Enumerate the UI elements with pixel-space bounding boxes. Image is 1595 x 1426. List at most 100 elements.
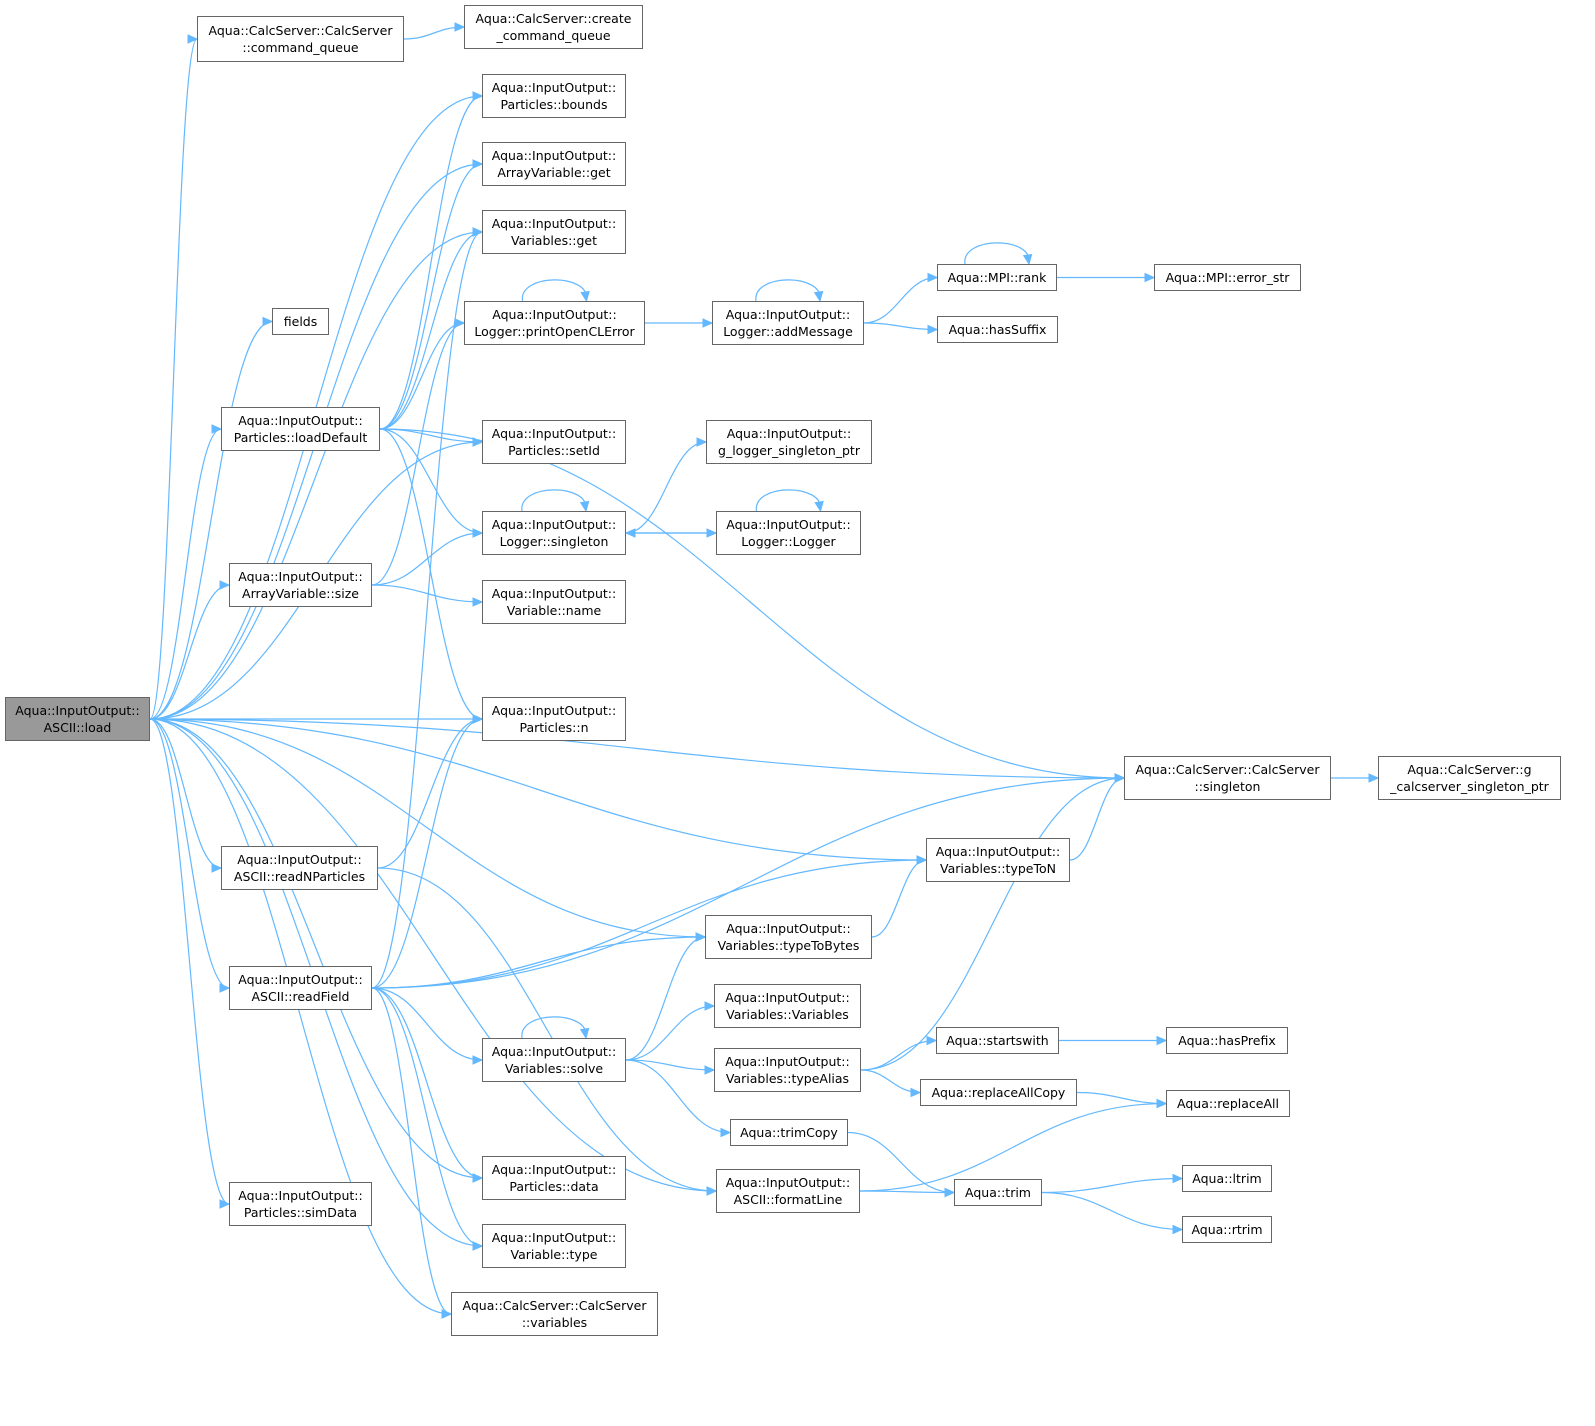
edge-loaddef-to-vget bbox=[379, 231, 483, 430]
node-arrayvariable-get[interactable]: Aqua::InputOutput:: ArrayVariable::get bbox=[482, 142, 626, 186]
edge-solve-to-trimcopy-arrowhead bbox=[720, 1127, 732, 1138]
edge-load-to-fields-arrowhead bbox=[262, 316, 274, 327]
node-calcserver-singleton[interactable]: Aqua::CalcServer::CalcServer ::singleton bbox=[1124, 756, 1331, 800]
node-hasprefix[interactable]: Aqua::hasPrefix bbox=[1166, 1027, 1288, 1054]
call-edges bbox=[149, 22, 1380, 1319]
node-particles-n[interactable]: Aqua::InputOutput:: Particles::n bbox=[482, 697, 626, 741]
node-variables-solve[interactable]: Aqua::InputOutput:: Variables::solve bbox=[482, 1038, 626, 1082]
edge-typealias-to-startswith-arrowhead bbox=[926, 1035, 938, 1046]
edge-solve-to-solve-arrowhead bbox=[579, 1027, 590, 1040]
edge-readfield-to-csvars-arrowhead bbox=[441, 1309, 453, 1319]
node-variables-get[interactable]: Aqua::InputOutput:: Variables::get bbox=[482, 210, 626, 254]
node-variables-variables[interactable]: Aqua::InputOutput:: Variables::Variables bbox=[714, 984, 861, 1028]
node-ascii-readfield[interactable]: Aqua::InputOutput:: ASCII::readField bbox=[229, 966, 372, 1010]
node-g-logger-singleton-ptr[interactable]: Aqua::InputOutput:: g_logger_singleton_p… bbox=[706, 420, 872, 464]
edge-solve-to-typealias bbox=[625, 1059, 715, 1071]
node-logger-singleton[interactable]: Aqua::InputOutput:: Logger::singleton bbox=[482, 511, 626, 555]
node-particles-simdata[interactable]: Aqua::InputOutput:: Particles::simData bbox=[229, 1182, 372, 1226]
node-replaceallcopy[interactable]: Aqua::replaceAllCopy bbox=[920, 1079, 1077, 1106]
node-calcserver-variables[interactable]: Aqua::CalcServer::CalcServer ::variables bbox=[451, 1292, 658, 1336]
edge-loaddef-to-bounds bbox=[379, 95, 483, 430]
edge-load-to-typeton bbox=[149, 718, 927, 861]
edge-load-to-readfield bbox=[149, 718, 230, 989]
node-hassuffix[interactable]: Aqua::hasSuffix bbox=[937, 316, 1058, 343]
edge-readfield-to-solve bbox=[371, 987, 483, 1061]
edge-solve-to-typealias-arrowhead bbox=[704, 1065, 716, 1075]
edge-loaddef-to-avget bbox=[379, 163, 483, 430]
edge-load-to-pdata bbox=[149, 718, 483, 1179]
node-calcserver-command-queue[interactable]: Aqua::CalcServer::CalcServer ::command_q… bbox=[197, 16, 404, 62]
edge-avsize-to-lsing-arrowhead bbox=[472, 528, 484, 538]
edge-readfield-to-vtype-arrowhead bbox=[472, 1241, 484, 1251]
node-arrayvariable-size[interactable]: Aqua::InputOutput:: ArrayVariable::size bbox=[229, 563, 372, 607]
node-ltrim[interactable]: Aqua::ltrim bbox=[1182, 1165, 1272, 1192]
edge-readfield-to-csvars bbox=[371, 987, 452, 1315]
node-trim[interactable]: Aqua::trim bbox=[954, 1179, 1042, 1206]
edge-readfield-to-ttb bbox=[371, 936, 706, 989]
edge-load-to-avsize-arrowhead bbox=[219, 580, 231, 590]
node-variables-typealias[interactable]: Aqua::InputOutput:: Variables::typeAlias bbox=[714, 1048, 861, 1092]
edge-typealias-to-cssing-arrowhead bbox=[1114, 773, 1126, 783]
node-mpi-rank[interactable]: Aqua::MPI::rank bbox=[937, 264, 1057, 291]
node-trimcopy[interactable]: Aqua::trimCopy bbox=[730, 1119, 848, 1146]
edge-avsize-to-vname-arrowhead bbox=[472, 597, 484, 607]
edge-load-to-vget bbox=[149, 231, 483, 720]
node-particles-setid[interactable]: Aqua::InputOutput:: Particles::setId bbox=[482, 420, 626, 464]
edge-typealias-to-replcopy-arrowhead bbox=[910, 1087, 922, 1098]
edge-lsing-to-lsing-arrowhead bbox=[579, 500, 590, 513]
node-variables-typeton[interactable]: Aqua::InputOutput:: Variables::typeToN bbox=[926, 838, 1070, 882]
node-calcserver-create-command-queue[interactable]: Aqua::CalcServer::create _command_queue bbox=[464, 5, 643, 49]
edge-pocl-to-pocl-arrowhead bbox=[580, 290, 590, 303]
edge-fmtline-to-replall bbox=[859, 1102, 1167, 1192]
edge-addmsg-to-addmsg-arrowhead bbox=[813, 290, 824, 303]
edge-loaddef-to-avget-arrowhead bbox=[472, 159, 484, 169]
node-particles-bounds[interactable]: Aqua::InputOutput:: Particles::bounds bbox=[482, 74, 626, 118]
edge-readfield-to-cssing bbox=[371, 777, 1125, 989]
node-ascii-formatline[interactable]: Aqua::InputOutput:: ASCII::formatLine bbox=[716, 1169, 860, 1213]
edge-addmsg-to-rank-arrowhead bbox=[927, 272, 939, 283]
node-logger-printopenclerror[interactable]: Aqua::InputOutput:: Logger::printOpenCLE… bbox=[464, 301, 645, 345]
edge-readnp-to-pn bbox=[377, 718, 483, 869]
edge-readfield-to-solve-arrowhead bbox=[472, 1055, 484, 1065]
edge-avsize-to-lsing bbox=[371, 532, 483, 586]
node-ascii-readnparticles[interactable]: Aqua::InputOutput:: ASCII::readNParticle… bbox=[221, 846, 378, 890]
node-variable-name[interactable]: Aqua::InputOutput:: Variable::name bbox=[482, 580, 626, 624]
node-variables-typetobytes[interactable]: Aqua::InputOutput:: Variables::typeToByt… bbox=[705, 915, 872, 959]
edge-loaddef-to-bounds-arrowhead bbox=[472, 91, 484, 101]
node-g-calcserver-singleton-ptr[interactable]: Aqua::CalcServer::g _calcserver_singleto… bbox=[1378, 756, 1561, 800]
edge-solve-to-ttb bbox=[625, 936, 706, 1061]
node-fields[interactable]: fields bbox=[272, 308, 329, 335]
node-startswith[interactable]: Aqua::startswith bbox=[936, 1027, 1059, 1054]
node-particles-loaddefault[interactable]: Aqua::InputOutput:: Particles::loadDefau… bbox=[221, 407, 380, 451]
node-mpi-error-str[interactable]: Aqua::MPI::error_str bbox=[1154, 264, 1301, 291]
edge-load-to-simdata-arrowhead bbox=[219, 1199, 231, 1209]
edge-load-to-cq bbox=[149, 38, 198, 720]
edge-load-to-csvars bbox=[149, 718, 452, 1315]
edge-logger-to-logger-arrowhead bbox=[814, 500, 824, 513]
node-variable-type[interactable]: Aqua::InputOutput:: Variable::type bbox=[482, 1224, 626, 1268]
node-logger-logger[interactable]: Aqua::InputOutput:: Logger::Logger bbox=[716, 511, 861, 555]
edge-load-to-loaddef bbox=[149, 428, 222, 720]
edge-readfield-to-pdata bbox=[371, 987, 483, 1179]
edge-load-to-readnp bbox=[149, 718, 222, 869]
edge-logger-to-lsing-arrowhead bbox=[624, 528, 636, 538]
edge-lsing-to-glsp-arrowhead bbox=[696, 437, 708, 447]
edge-addmsg-to-hassuffix-arrowhead bbox=[927, 324, 939, 335]
edge-readfield-to-pn-arrowhead bbox=[472, 714, 484, 724]
node-rtrim[interactable]: Aqua::rtrim bbox=[1182, 1216, 1272, 1243]
edge-readfield-to-typeton-arrowhead bbox=[916, 855, 928, 865]
node-particles-data[interactable]: Aqua::InputOutput:: Particles::data bbox=[482, 1156, 626, 1200]
edge-load-to-fields bbox=[149, 320, 273, 720]
edge-cq-to-ccq-arrowhead bbox=[454, 22, 466, 32]
node-logger-addmessage[interactable]: Aqua::InputOutput:: Logger::addMessage bbox=[712, 301, 864, 345]
edge-fmtline-to-trim-arrowhead bbox=[944, 1187, 956, 1198]
edge-trim-to-ltrim-arrowhead bbox=[1172, 1173, 1184, 1184]
edge-load-to-ttb bbox=[149, 718, 706, 938]
edge-loaddef-to-lsing bbox=[379, 428, 483, 534]
edge-load-to-cssing bbox=[149, 718, 1125, 779]
edge-solve-to-trimcopy bbox=[625, 1059, 731, 1134]
edge-readfield-to-pdata-arrowhead bbox=[472, 1173, 484, 1183]
edge-solve-to-vvars-arrowhead bbox=[704, 1001, 716, 1011]
node-replaceall[interactable]: Aqua::replaceAll bbox=[1166, 1090, 1290, 1117]
